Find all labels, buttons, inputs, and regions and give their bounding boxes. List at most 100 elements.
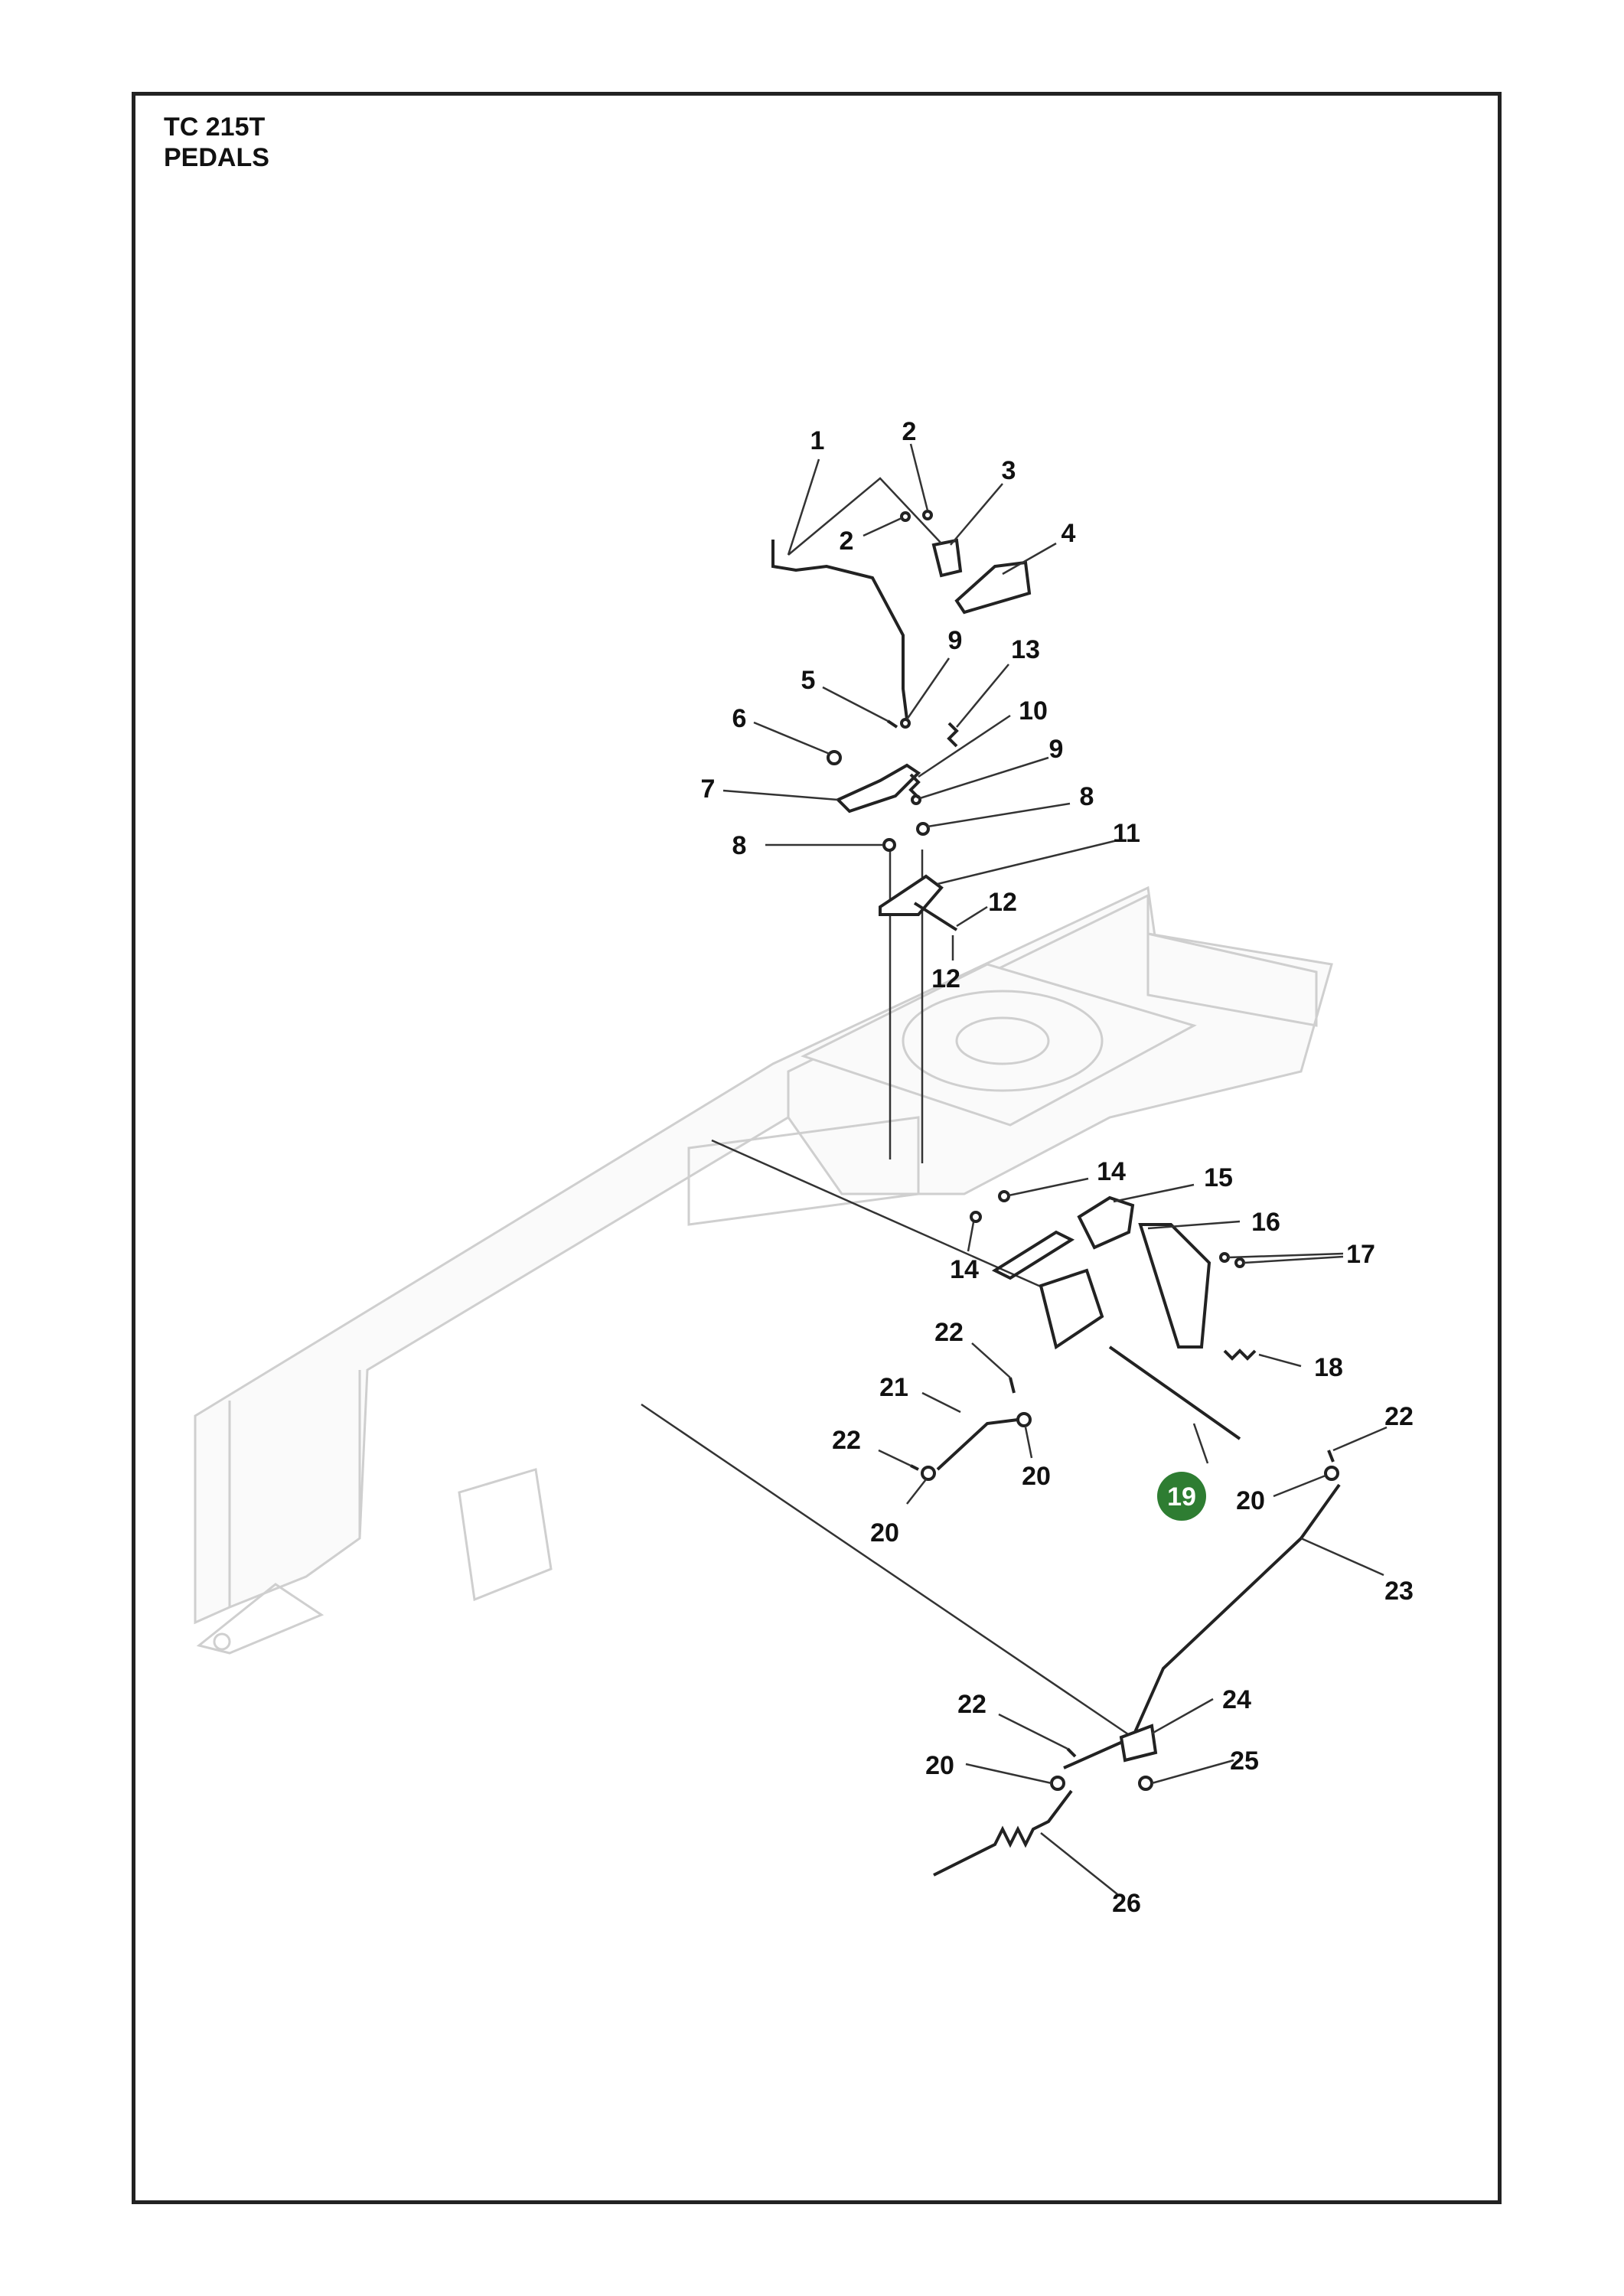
frame-uprights [194,1370,361,1623]
page-frame [132,92,1502,2204]
callout-16: 16 [1251,1208,1280,1237]
frame-tow-plate [196,1583,324,1655]
leader-22c [1332,1426,1388,1452]
callout-20a: 20 [1022,1462,1051,1491]
leader-22a [971,1342,1011,1378]
part-13-spring [947,722,959,748]
callout-22a: 22 [934,1318,964,1347]
leader-2b [863,517,902,537]
part-15-pedal-pad [1077,1195,1135,1250]
callout-18: 18 [1314,1353,1343,1382]
callout-9b: 9 [1049,735,1064,764]
part-20-washer-b [921,1466,936,1481]
frame-tow-hole [213,1632,231,1651]
leader-9b [919,756,1049,800]
callout-3: 3 [1002,456,1016,485]
leader-23 [1300,1537,1384,1577]
leader-9a [905,657,951,720]
part-25-bolt [1138,1776,1153,1791]
leader-15 [1113,1183,1195,1203]
page-title: TC 215T PEDALS [164,112,269,173]
callout-23: 23 [1384,1577,1414,1606]
leader-8b [927,802,1071,828]
part-19-shaft [1108,1345,1241,1440]
part-8-nut-a [882,838,896,852]
part-22-clip-d [1066,1747,1077,1758]
frame-crossmember [687,1116,920,1226]
callout-15: 15 [1204,1163,1233,1192]
leader-24 [1151,1698,1214,1735]
leader-25 [1151,1759,1234,1785]
callout-8b: 8 [732,831,747,860]
callout-20c: 20 [1236,1486,1265,1515]
callout-12b: 12 [931,964,960,993]
callout-13: 13 [1011,635,1040,664]
callout-20b: 20 [870,1518,899,1548]
callout-7: 7 [701,775,716,804]
callout-1: 1 [810,426,825,455]
part-26-spring [933,1789,1073,1877]
callout-19-highlight: 19 [1157,1472,1206,1521]
reference-line [641,1403,1133,1739]
callout-2a: 2 [902,417,917,446]
part-12-bolt [913,902,958,931]
part-2-nut-a [900,511,911,522]
leader-lines [722,443,1388,1895]
leader-26 [1040,1832,1118,1895]
model-name: TC 215T [164,113,266,142]
part-11-bracket [879,874,944,916]
part-14-bolt-b [970,1211,982,1223]
leader-20d [965,1763,1052,1785]
leader-20a [1024,1427,1033,1459]
frame-plate [801,963,1197,1127]
leader-5 [822,686,889,722]
section-name: PEDALS [164,143,269,172]
callout-5: 5 [801,666,816,695]
callout-12a: 12 [988,888,1017,917]
tractor-frame [194,885,1333,1655]
leader-22d [998,1713,1068,1750]
leader-11 [937,839,1118,885]
leader-16 [1147,1220,1241,1230]
leader-21 [921,1391,961,1414]
callout-26: 26 [1112,1889,1141,1918]
callout-2b: 2 [840,527,854,556]
leader-14b [967,1221,975,1252]
part-19-shaft-a [991,1230,1075,1280]
callout-14b: 14 [950,1255,979,1284]
leader-20b [906,1479,927,1505]
leader-1-branch [788,477,942,556]
part-3-bracket [931,538,963,578]
frame-bracket [458,1468,553,1602]
callout-25: 25 [1230,1746,1259,1776]
part-17-nut-a [1219,1252,1230,1263]
part-9-washer-a [900,718,911,729]
part-20-washer-c [1324,1466,1339,1481]
callout-6: 6 [732,704,747,733]
frame-rear-panel [1146,932,1318,1027]
part-24-bracket [1119,1724,1158,1763]
callout-22b: 22 [832,1426,861,1455]
part-18-spring [1223,1349,1257,1361]
part-2-nut-b [922,510,933,520]
leader-13 [956,664,1009,728]
part-4-pedal-pad [954,560,1032,615]
leader-12a [956,905,988,928]
leader-22b [878,1449,911,1467]
part-20-washer-a [1016,1412,1032,1427]
leader-19 [1192,1423,1209,1464]
callout-20d: 20 [925,1751,954,1780]
frame-pivot-hub [955,1016,1050,1065]
part-1-pedal-rod [771,540,908,720]
part-22-clip-b [910,1464,919,1471]
leader-14a [1008,1177,1089,1197]
leader-4 [1002,542,1057,576]
part-6-bolt [827,750,842,765]
part-22-clip-c [1327,1450,1335,1463]
callout-8a: 8 [1080,782,1094,811]
leader-2a [909,443,929,511]
leader-18 [1258,1353,1302,1368]
frame-pivot-ring [902,990,1104,1092]
leader-6 [753,721,830,755]
